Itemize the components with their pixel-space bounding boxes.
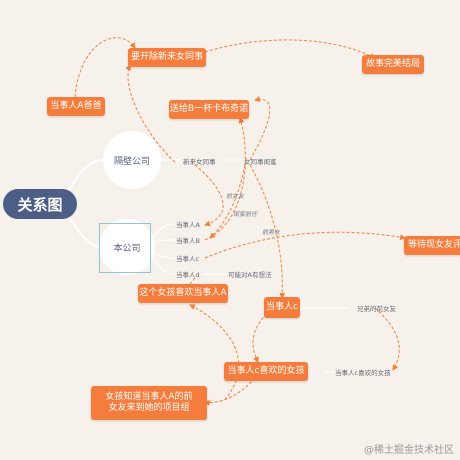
- branch-current-c: [150, 251, 176, 259]
- person-a-label[interactable]: 当事人A: [176, 221, 200, 229]
- watermark-text: @稀土掘金技术社区: [364, 445, 454, 456]
- company-previous-label: 隔壁公司: [113, 156, 150, 167]
- person-d-label[interactable]: 当事人d: [176, 271, 200, 279]
- rel-c-wait: [204, 231, 406, 259]
- rel-cliked-girlknows: [204, 377, 256, 406]
- node-wait-review[interactable]: 等待现女友评: [404, 236, 460, 255]
- rel-b-promise: [204, 117, 246, 241]
- node-girl-knows-ex[interactable]: 女孩知道当事人A的前女友来到她的项目组: [91, 386, 207, 420]
- label-may-have-feelings[interactable]: 可能对A有想法: [228, 271, 272, 279]
- rel-bestie-send: [249, 96, 271, 161]
- root-node[interactable]: 关系图: [3, 189, 77, 219]
- label-bestie-ex: 闺蜜前任: [233, 211, 258, 218]
- branch-current-d: [150, 256, 176, 275]
- company-previous-node[interactable]: 隔壁公司: [103, 131, 161, 189]
- rel-father-transfer: [74, 37, 136, 98]
- selection-box: [99, 223, 151, 273]
- node-girl-likes-a[interactable]: 这个女孩喜欢当事人A: [138, 284, 228, 303]
- rel-new-a: [194, 164, 224, 227]
- rel-new-transfer: [125, 64, 176, 163]
- label-new-colleague[interactable]: 新来女同事: [183, 158, 216, 166]
- node-c-liked-girl[interactable]: 当事人c喜欢的女孩: [224, 362, 308, 381]
- node-person-c[interactable]: 当事人c: [264, 297, 300, 318]
- label-ex-boyfriend: 前男友: [262, 229, 281, 236]
- node-send-b-promise[interactable]: 送给B一杯卡布奇诺: [169, 100, 249, 119]
- branch-current-a: [150, 223, 176, 241]
- label-female-bestie[interactable]: 女同事闺蜜: [244, 158, 277, 166]
- rel-brothers-cliked: [374, 307, 400, 371]
- label-ex-girlfriend: 前女友: [226, 193, 245, 200]
- person-b-label[interactable]: 当事人B: [176, 237, 200, 245]
- rel-transfer-ending: [204, 39, 376, 59]
- label-c-likes-girl[interactable]: 当事人c喜欢的女孩: [335, 369, 391, 377]
- company-current-label: 本公司: [113, 243, 141, 254]
- company-current-node[interactable]: 本公司: [99, 219, 155, 275]
- person-c-label[interactable]: 当事人c: [176, 255, 200, 263]
- node-a-father[interactable]: 当事人A爸爸: [47, 97, 105, 116]
- rel-bestie-personc: [249, 164, 286, 299]
- rel-bestie-b: [209, 164, 246, 239]
- node-transfer-new-colleague[interactable]: 要开除新来女同事: [128, 48, 206, 67]
- rel-girlknows-girl: [189, 304, 240, 401]
- label-brothers-ex[interactable]: 兄弟的前女友: [357, 305, 396, 313]
- branch-root-previous: [65, 158, 106, 196]
- node-story-ending[interactable]: 故事完美结局: [362, 55, 424, 74]
